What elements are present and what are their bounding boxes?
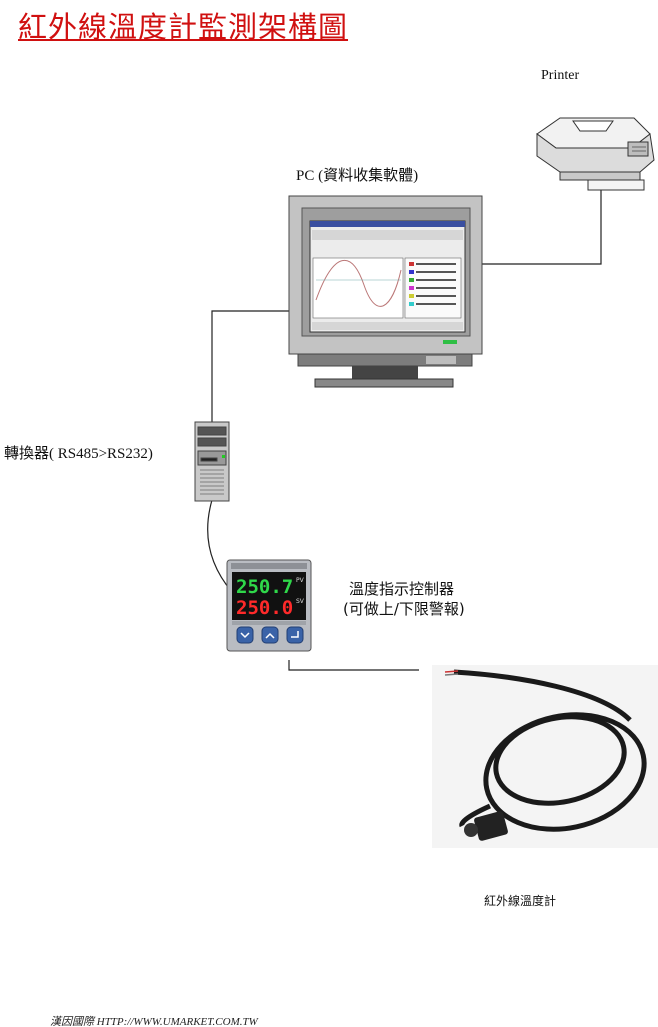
controller-enter-button xyxy=(286,626,304,644)
controller-label-line1: 溫度指示控制器 xyxy=(349,580,455,598)
controller-icon: 250.7 250.0 PV SV xyxy=(226,559,312,652)
converter-tower-icon xyxy=(194,421,230,502)
monitor-icon xyxy=(288,195,483,388)
sensor-label: 紅外線溫度計 xyxy=(484,894,557,908)
sv-digits: 250.0 xyxy=(236,597,293,619)
controller-sensor-wire xyxy=(288,660,419,671)
pv-digits: 250.7 xyxy=(236,576,293,598)
converter-controller-wire xyxy=(207,499,233,593)
pc-printer-wire xyxy=(482,187,602,265)
converter-label: 轉換器( RS485>RS232) xyxy=(4,446,153,462)
printer-label: Printer xyxy=(541,68,580,83)
pc-label: PC (資料收集軟體) xyxy=(296,168,419,184)
printer-icon xyxy=(536,117,655,191)
infrared-sensor-icon xyxy=(432,665,658,848)
pc-converter-wire xyxy=(211,310,289,422)
controller-label-line2: (可做上/下限警報) xyxy=(343,600,465,618)
sv-tag: SV xyxy=(296,598,305,605)
connection-lines xyxy=(207,187,602,671)
controller-down-button xyxy=(236,626,254,644)
pv-tag: PV xyxy=(296,577,305,584)
footer-text: 漢因國際 HTTP://WWW.UMARKET.COM.TW xyxy=(50,1016,258,1027)
page-title: 紅外線溫度計監測架構圖 xyxy=(18,10,349,44)
